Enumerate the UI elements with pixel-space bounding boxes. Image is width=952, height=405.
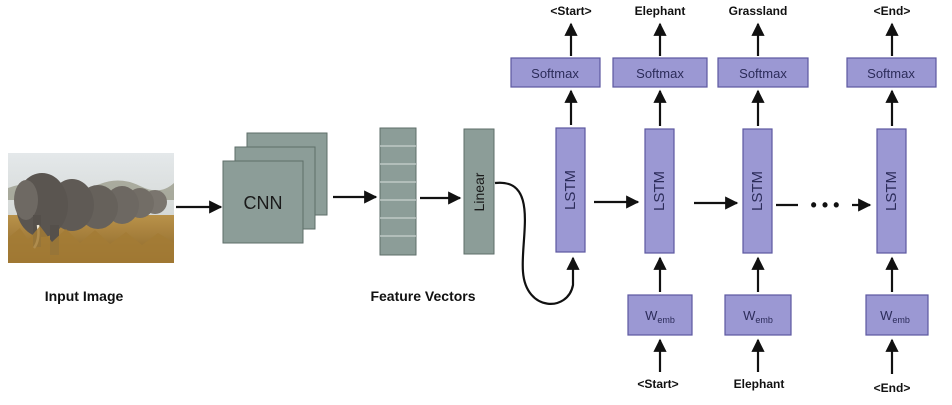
output-token-4: <End> — [874, 4, 911, 18]
lstm-column-2: LSTM Softmax Elephant Wemb <Start> — [612, 4, 708, 391]
output-token-2: Elephant — [635, 4, 686, 18]
softmax-label-1: Softmax — [531, 66, 579, 81]
softmax-box-1 — [510, 57, 601, 88]
lstm-cell-3 — [742, 128, 773, 254]
lstm-label-4: LSTM — [883, 171, 900, 211]
lstm-column-1: LSTM Softmax <Start> — [510, 4, 601, 253]
ellipsis: • • • — [811, 195, 840, 215]
lstm-label-3: LSTM — [749, 171, 766, 211]
lstm-label-1: LSTM — [562, 170, 579, 210]
input-image-label: Input Image — [45, 288, 124, 304]
output-token-1: <Start> — [550, 4, 591, 18]
linear-block: Linear — [463, 128, 495, 255]
input-token-2: Elephant — [734, 377, 785, 391]
cnn-label: CNN — [244, 193, 283, 213]
softmax-box-4 — [846, 57, 937, 88]
embedding-box-3 — [865, 294, 929, 336]
softmax-label-2: Softmax — [636, 66, 684, 81]
softmax-label-4: Softmax — [867, 66, 915, 81]
lstm-cell-4 — [876, 128, 907, 254]
arrow-linear-to-lstm-1 — [494, 181, 580, 305]
softmax-label-3: Softmax — [739, 66, 787, 81]
lstm-column-4: LSTM Softmax <End> Wemb <End> — [846, 4, 937, 395]
embedding-box-2 — [724, 294, 792, 336]
feature-vectors-label: Feature Vectors — [370, 288, 475, 304]
output-token-3: Grassland — [729, 4, 788, 18]
lstm-label-2: LSTM — [651, 171, 668, 211]
embedding-box-1 — [627, 294, 693, 336]
lstm-column-3: LSTM Softmax Grassland Wemb Elephant — [717, 4, 809, 391]
lstm-cell-1 — [555, 127, 586, 253]
input-token-1: <Start> — [637, 377, 678, 391]
cnn-block: CNN — [222, 132, 328, 244]
linear-label: Linear — [471, 172, 487, 211]
input-token-3: <End> — [874, 381, 911, 395]
lstm-cell-2 — [644, 128, 675, 254]
embedding-label-3: Wemb — [880, 308, 910, 325]
softmax-box-3 — [717, 57, 809, 88]
embedding-label-2: Wemb — [743, 308, 773, 325]
embedding-label-1: Wemb — [645, 308, 675, 325]
softmax-box-2 — [612, 57, 708, 88]
feature-vectors-block — [379, 127, 417, 256]
input-image-photo — [8, 153, 174, 263]
